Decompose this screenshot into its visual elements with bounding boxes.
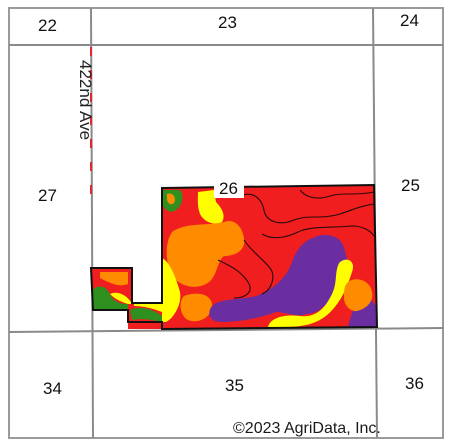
section-grid bbox=[8, 7, 444, 439]
soil-zone-purple-corner bbox=[348, 298, 377, 327]
section-22: 22 bbox=[38, 16, 57, 35]
grid-line-left bbox=[90, 7, 94, 439]
soil-zone-yellow-strip bbox=[134, 303, 162, 312]
soil-zone-orange-lower bbox=[180, 293, 213, 322]
soil-boundary-line bbox=[243, 239, 274, 295]
section-26-label-bg bbox=[214, 178, 244, 198]
section-24: 24 bbox=[400, 11, 419, 30]
soil-zone-green-strip bbox=[130, 307, 162, 322]
soil-boundary-line bbox=[261, 225, 375, 239]
section-25: 25 bbox=[401, 176, 420, 195]
grid-line-bottom bbox=[8, 327, 444, 333]
section-35: 35 bbox=[225, 376, 244, 395]
field-outline bbox=[89, 183, 379, 331]
section-27: 27 bbox=[38, 186, 57, 205]
section-36: 36 bbox=[405, 374, 424, 393]
map-border bbox=[8, 7, 444, 439]
field bbox=[89, 183, 379, 331]
soil-boundary-line bbox=[217, 259, 251, 299]
soil-zone-yellow-top bbox=[197, 190, 224, 224]
section-23: 23 bbox=[218, 13, 237, 32]
soil-zone-orange-inset bbox=[167, 193, 175, 205]
soil-zone-green-ext bbox=[93, 286, 128, 310]
soil-zone-orange-ext bbox=[100, 272, 128, 286]
soil-zone-purple bbox=[209, 234, 350, 322]
soil-zone-orange-center bbox=[166, 220, 245, 287]
soil-boundary-line bbox=[239, 193, 375, 224]
soil-zone-yellow-ext bbox=[110, 292, 132, 304]
section-26: 26 bbox=[219, 179, 238, 198]
road-label: 422nd Ave bbox=[76, 60, 95, 140]
soil-boundaries bbox=[217, 189, 375, 299]
soil-zone-yellow-left bbox=[162, 258, 181, 322]
soil-zone-yellow-right bbox=[268, 259, 354, 327]
soil-boundary-line bbox=[299, 189, 375, 199]
soil-zone-orange-right bbox=[344, 279, 373, 312]
section-34: 34 bbox=[43, 379, 62, 398]
map-credit: ©2023 AgriData, Inc. bbox=[233, 420, 381, 437]
